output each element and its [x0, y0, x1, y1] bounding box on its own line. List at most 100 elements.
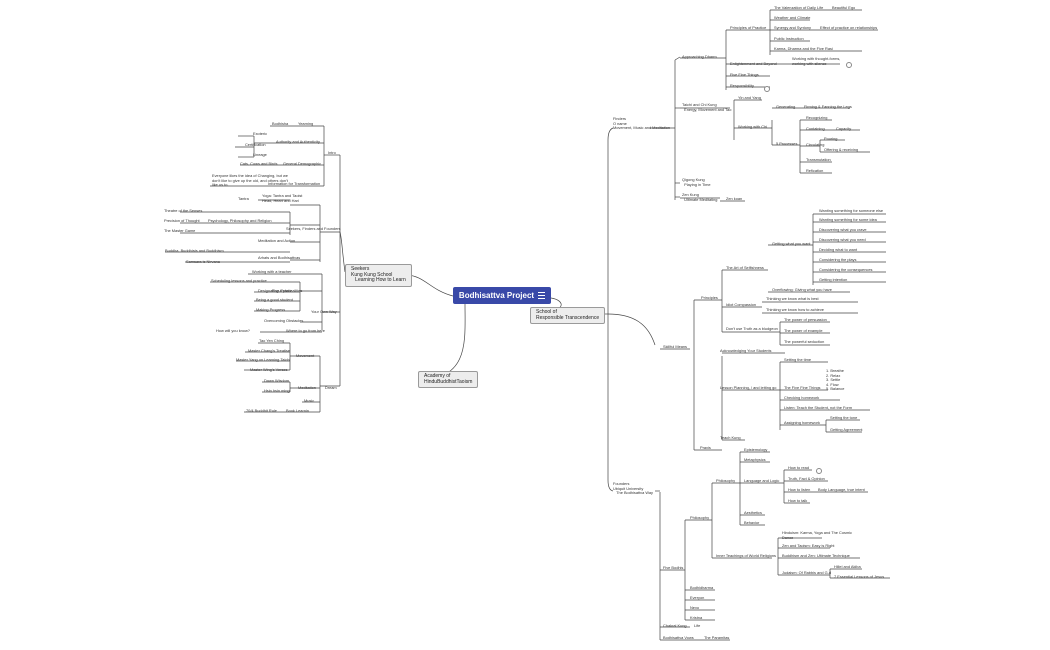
- node-principles-practice[interactable]: Principles of Practice: [730, 25, 767, 30]
- node-taichi-chikung[interactable]: Taichi and Chi Kung Energy, Movement and…: [682, 102, 732, 112]
- node-want-2[interactable]: Wanting something for some idea: [819, 217, 877, 222]
- node-dt-1[interactable]: The power of persuasion: [784, 317, 827, 322]
- node-how-know[interactable]: How will you know?: [216, 328, 250, 333]
- node-principles[interactable]: Principles: [701, 295, 718, 300]
- node-meditation[interactable]: Meditation: [298, 385, 316, 390]
- node-containing[interactable]: Containing: [806, 126, 825, 131]
- node-generating[interactable]: Generating: [776, 104, 796, 109]
- node-psychology[interactable]: Psychology, Philosophy and Religion: [208, 218, 272, 223]
- node-meditation-action[interactable]: Meditation and Action: [258, 238, 296, 243]
- node-dt-2[interactable]: The power of example: [784, 328, 823, 333]
- node-teach-kung[interactable]: Teach Kung: [720, 435, 741, 440]
- node-everyon[interactable]: Everyon: [690, 595, 705, 600]
- node-lineage[interactable]: Lineage: [253, 152, 267, 157]
- node-art-selfishness[interactable]: The Art of Selfishness: [726, 265, 764, 270]
- node-being-student[interactable]: Being a good student: [256, 297, 293, 302]
- hub-academy[interactable]: Academy of HinduBuddhistTaoism: [418, 371, 479, 389]
- node-authority[interactable]: Authority and Authenticity: [276, 139, 320, 144]
- node-master-chang[interactable]: Master Chang's Treatise: [248, 348, 291, 353]
- node-enlightenment[interactable]: Enlightenment and Beyond: [730, 61, 777, 66]
- node-skillful-means[interactable]: Skillful Means: [663, 344, 688, 349]
- hub-seekers[interactable]: Seekers Kung Kung School Learning How to…: [345, 264, 412, 287]
- node-master-wing[interactable]: Master Wing's Verses: [250, 367, 288, 372]
- node-want-3[interactable]: Discovering what you crave: [819, 227, 867, 232]
- node-buddhism-zen[interactable]: Buddhism and Zen: Ultimate Technique: [782, 553, 850, 558]
- node-bodhisattva-vows[interactable]: Bodhisattva Vows: [663, 635, 694, 640]
- node-essential-lessons[interactable]: 7 Essential Lessons of Jesus: [834, 574, 885, 579]
- node-thirty-rule[interactable]: 70/4 Buddhit Rule: [246, 408, 277, 413]
- node-exoteric[interactable]: Exoteric: [253, 131, 268, 136]
- node-responsibility[interactable]: Responsibility: [730, 83, 755, 88]
- node-idiot-compassion[interactable]: Idiot Compassion: [726, 302, 757, 307]
- node-valenzation[interactable]: The Valenzation of Daily Life: [774, 5, 824, 10]
- node-movement[interactable]: Movement: [296, 353, 315, 358]
- node-information-transform[interactable]: Information for Transformation: [268, 181, 321, 186]
- node-getting-want[interactable]: Getting what you want: [772, 241, 811, 246]
- node-thought-forms[interactable]: Working with thought-forms, working with…: [792, 56, 841, 66]
- node-how-to-talk[interactable]: How to talk: [788, 498, 808, 503]
- node-getting-agreement[interactable]: Getting Agreement: [830, 427, 863, 432]
- node-approaching-dharm[interactable]: Approaching Dharm: [682, 54, 717, 59]
- node-how-to-listen[interactable]: How to listen: [788, 487, 811, 492]
- node-precision[interactable]: Precision of Thought: [164, 218, 200, 223]
- node-general-demo[interactable]: General Demographic: [283, 161, 322, 166]
- node-karma-dharma[interactable]: Karma, Dharma and the Five Rasi: [774, 46, 833, 51]
- node-ic-1[interactable]: Thinking we know what is best: [766, 296, 819, 301]
- node-inner-teachings[interactable]: Inner Teachings of World Religions: [716, 553, 776, 558]
- node-where-to-go[interactable]: Where to go from here: [286, 328, 325, 333]
- node-five-practicalities[interactable]: Five Practicalities: [272, 288, 303, 293]
- node-hinduism[interactable]: Hinduism: Karma, Yoga and The Cosmic Dan…: [782, 530, 852, 540]
- node-bodhisha[interactable]: Bodhisha: [272, 121, 289, 126]
- node-paramitas[interactable]: The Paramitas: [704, 635, 730, 640]
- node-how-to-read[interactable]: How to read: [788, 465, 809, 470]
- node-designating[interactable]: Designating a place: [258, 288, 293, 293]
- node-capacity[interactable]: Capacity: [836, 126, 852, 131]
- node-assigning-homework[interactable]: Assigning homework: [784, 420, 820, 425]
- node-want-7[interactable]: Considering the consequences: [819, 267, 873, 272]
- node-dont-use-truth[interactable]: Don't use Truth as a bludgeon: [726, 326, 778, 331]
- node-pouring[interactable]: Pouring: [824, 136, 838, 141]
- node-circulating[interactable]: Circulating: [806, 142, 825, 147]
- node-overflowing[interactable]: Overflowing: Giving what you have: [772, 287, 832, 292]
- expand-toggle-icon[interactable]: [846, 62, 852, 68]
- node-behavior[interactable]: Behavior: [744, 520, 760, 525]
- node-nexo[interactable]: Nexo: [690, 605, 700, 610]
- node-hillel[interactable]: Hillel and Akiba: [834, 564, 861, 569]
- central-topic[interactable]: Bodhisattva Project: [453, 287, 551, 304]
- node-dawn-wisdom[interactable]: Dawn Wisdom: [264, 378, 290, 383]
- node-yearning[interactable]: Yearning: [298, 121, 314, 126]
- node-theatre[interactable]: Theatre of the Senses: [164, 208, 203, 213]
- node-lesson-planning[interactable]: Lesson Planning, / and letting go: [720, 385, 777, 390]
- node-zen-koan[interactable]: Zen koan: [726, 196, 743, 201]
- node-transmutation[interactable]: Transmutation: [806, 157, 831, 162]
- node-scheduling[interactable]: Scheduling lessons and practice: [211, 278, 267, 283]
- node-dream[interactable]: Dream: [325, 385, 337, 390]
- node-setting-tone[interactable]: Setting the tone: [830, 415, 858, 420]
- node-kristna[interactable]: Kristna: [690, 615, 703, 620]
- node-book-learnin[interactable]: Book Learnin: [286, 408, 309, 413]
- node-hsin-hsin[interactable]: Hsin hsin ming: [264, 388, 290, 393]
- node-arhats[interactable]: Arhats and Bodhisattvas: [258, 255, 301, 260]
- node-overcoming[interactable]: Overcoming Obstacles: [264, 318, 304, 323]
- node-samsara[interactable]: Samsara is Nirvana: [186, 259, 220, 264]
- node-listen-teach[interactable]: Listen: Teach the Student, not the Form: [784, 405, 853, 410]
- node-yin-yang[interactable]: Yin and Yang: [738, 95, 761, 100]
- node-bodhidharma[interactable]: Bodhidharma: [690, 585, 714, 590]
- node-metaphysics[interactable]: Metaphysics: [744, 457, 766, 462]
- node-zen-taoism[interactable]: Zen and Taoism: Easy is Right: [782, 543, 835, 548]
- node-seekers-finders[interactable]: Seekers, Finders and Founders: [286, 226, 341, 231]
- node-working-chi[interactable]: Working with Chi: [738, 124, 768, 129]
- node-refication[interactable]: Refication: [806, 168, 824, 173]
- node-aesthetics[interactable]: Aesthetics: [744, 510, 762, 515]
- node-want-6[interactable]: Considering the plays: [819, 257, 857, 262]
- node-ic-2[interactable]: Thinking we know how to achieve: [766, 307, 824, 312]
- node-making-progress[interactable]: Making Progress: [256, 307, 286, 312]
- node-five-fine-things-2[interactable]: The Five Fine Things: [784, 385, 821, 390]
- node-truth-fact[interactable]: Truth, Fact & Opinion: [788, 476, 825, 481]
- node-life[interactable]: Life: [694, 623, 701, 628]
- node-cats[interactable]: Cats, Cows and Birds: [240, 161, 278, 166]
- node-tantra[interactable]: Tantra: [238, 196, 249, 201]
- node-finders[interactable]: Finders O name Movement, Music and Medit…: [613, 116, 671, 131]
- node-want-4[interactable]: Discovering what you need: [819, 237, 866, 242]
- hub-responsible-transcendence[interactable]: School of Responsible Transcendence: [530, 307, 606, 325]
